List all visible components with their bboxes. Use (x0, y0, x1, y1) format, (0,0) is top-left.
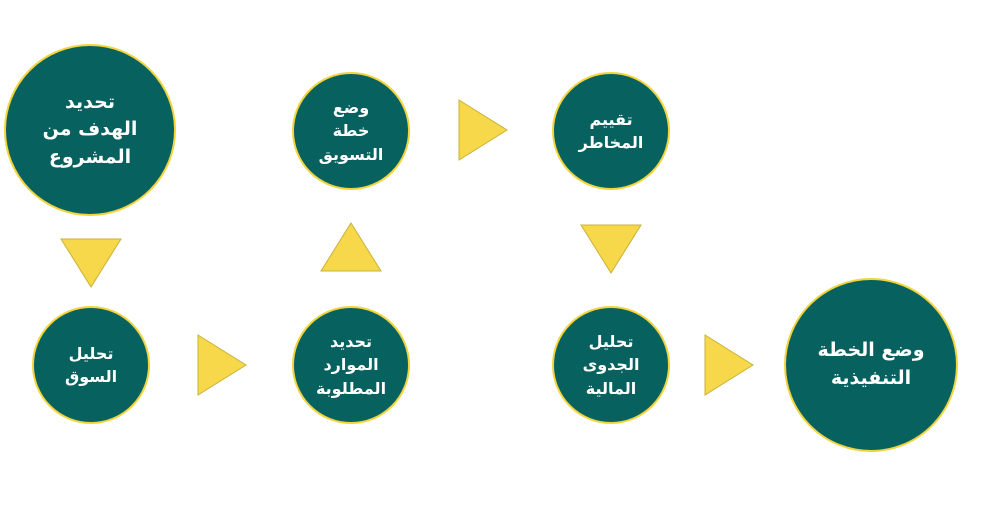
node-goal-line-3: المشروع (48, 145, 132, 168)
node-feasibility-line-1: تحليل (588, 332, 634, 352)
node-resources-line-3: المطلوبة (315, 378, 387, 398)
node-marketing: وضع خطة التسويق (292, 72, 410, 190)
node-marketing-line-2: خطة (332, 121, 370, 141)
node-marketing-line-3: التسويق (318, 144, 384, 164)
node-resources-line-2: الموارد (323, 355, 379, 375)
arrow-goal-to-market (60, 238, 122, 288)
node-goal-line-2: الهدف من (42, 118, 138, 141)
node-execution-line-1: وضع الخطة (817, 339, 925, 362)
node-marketing-line-1: وضع (332, 98, 370, 118)
node-market: تحليل السوق (32, 306, 150, 424)
arrow-resources-to-marketing (320, 222, 382, 272)
triangle-up-icon (320, 222, 382, 272)
triangle-right-icon (458, 99, 508, 161)
arrow-marketing-to-risks (458, 99, 508, 161)
node-risks: تقييم المخاطر (552, 72, 670, 190)
node-market-line-2: السوق (64, 367, 118, 386)
arrow-risks-to-feasibility (580, 224, 642, 274)
triangle-down-icon (580, 224, 642, 274)
node-execution: وضع الخطة التنفيذية (784, 278, 958, 452)
node-risks-line-1: تقييم (589, 109, 633, 129)
arrow-market-to-resources (197, 334, 247, 396)
node-execution-line-2: التنفيذية (830, 367, 912, 389)
node-feasibility-line-2: الجدوى (582, 355, 640, 375)
node-feasibility: تحليل الجدوى المالية (552, 306, 670, 424)
arrow-feasibility-to-execution (704, 334, 754, 396)
node-feasibility-line-3: المالية (585, 378, 637, 398)
node-goal-line-1: تحديد (65, 90, 115, 113)
node-goal: تحديد الهدف من المشروع (4, 44, 176, 216)
triangle-right-icon (197, 334, 247, 396)
node-resources-line-1: تحديد (330, 332, 373, 352)
node-risks-line-2: المخاطر (578, 133, 644, 152)
node-resources: تحديد الموارد المطلوبة (292, 306, 410, 424)
node-market-line-1: تحليل (68, 343, 114, 363)
triangle-down-icon (60, 238, 122, 288)
triangle-right-icon (704, 334, 754, 396)
